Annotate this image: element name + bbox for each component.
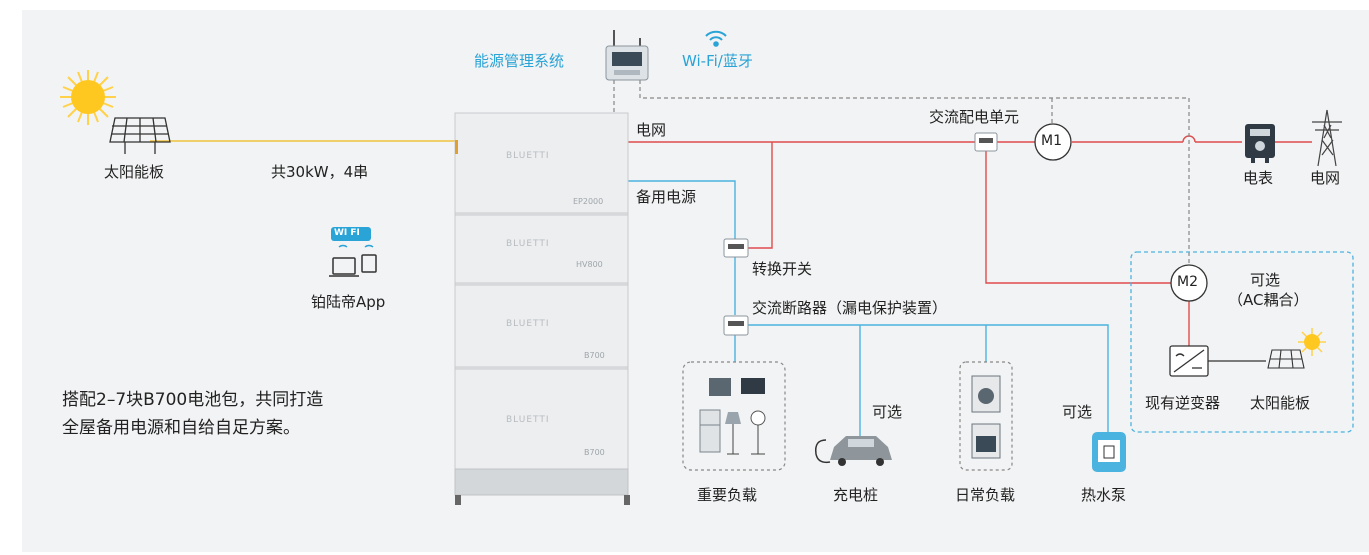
backup-line-label: 备用电源 (636, 188, 697, 206)
app-label: 铂陆帝App (311, 293, 386, 311)
critical-loads-icons (699, 378, 766, 455)
battery-tower (454, 112, 630, 505)
battery-brand-4: BLUETTI (506, 415, 550, 425)
m1-label: M1 (1041, 133, 1062, 149)
grid-tower-label: 电网 (1310, 169, 1341, 187)
battery-model-1: EP2000 (573, 197, 604, 206)
wifi-bluetooth-label: Wi-Fi/蓝牙 (682, 52, 753, 70)
ev-charger-icon (814, 436, 892, 466)
critical-loads-box (682, 361, 786, 471)
inverter-icon (1169, 345, 1209, 377)
heat-pump-label: 热水泵 (1081, 486, 1127, 504)
battery-model-2: HV800 (576, 260, 603, 269)
battery-brand-3: BLUETTI (506, 319, 550, 329)
charger-label: 充电桩 (833, 486, 879, 504)
battery-model-3: B700 (584, 351, 605, 360)
ac-distribution-box (974, 132, 998, 152)
comm-line (613, 80, 1190, 266)
backup-line (628, 180, 1109, 440)
grid-line-label: 电网 (636, 121, 667, 139)
optional-heat-pump-label: 可选 (1062, 403, 1093, 421)
meter-label: 电表 (1243, 169, 1274, 187)
ems-device-icon (605, 30, 649, 81)
transfer-switch-label: 转换开关 (752, 260, 813, 278)
optional-ac-label: 可选 (1250, 271, 1281, 289)
solar-panel-label: 太阳能板 (104, 163, 165, 181)
small-solar-panel-icon (1267, 349, 1305, 369)
battery-model-4: B700 (584, 448, 605, 457)
string-info-label: 共30kW，4串 (271, 163, 369, 181)
small-sun-icon (1298, 328, 1326, 356)
daily-loads-icons (971, 375, 1001, 459)
m2-meter (1170, 264, 1208, 302)
battery-brand-1: BLUETTI (506, 151, 550, 161)
solar-panel-2-label: 太阳能板 (1250, 394, 1311, 412)
description-line-2: 全屋备用电源和自给自足方案。 (62, 418, 300, 438)
critical-loads-label: 重要负载 (697, 486, 758, 504)
optional-charger-label: 可选 (872, 403, 903, 421)
daily-loads-box (959, 361, 1013, 471)
description-line-1: 搭配2–7块B700电池包，共同打造 (62, 390, 324, 410)
wifi-badge-text: WI FI (334, 228, 360, 238)
ac-breaker-box (723, 315, 749, 336)
m2-label: M2 (1177, 274, 1198, 290)
existing-inverter-label: 现有逆变器 (1145, 394, 1221, 412)
ac-distribution-label: 交流配电单元 (929, 108, 1020, 126)
wifi-icon (705, 30, 727, 47)
daily-loads-label: 日常负载 (955, 486, 1016, 504)
battery-brand-2: BLUETTI (506, 239, 550, 249)
ems-label: 能源管理系统 (474, 52, 565, 70)
grid-line (628, 135, 1312, 346)
heat-pump-icon (1092, 432, 1126, 472)
sun-icon (60, 70, 116, 125)
ac-coupling-label: （AC耦合） (1228, 291, 1309, 309)
m1-meter (1034, 123, 1072, 161)
diagram-background (22, 10, 1369, 552)
ac-breaker-label: 交流断路器（漏电保护装置） (752, 299, 948, 317)
transmission-tower-icon (1312, 109, 1342, 167)
transfer-switch-box (723, 238, 749, 258)
electric-meter-icon (1245, 124, 1275, 163)
ac-coupling-box (1130, 251, 1354, 433)
wifi-badge-icon (331, 227, 371, 241)
app-devices-icon (329, 244, 377, 277)
solar-panel-icon (109, 117, 171, 154)
